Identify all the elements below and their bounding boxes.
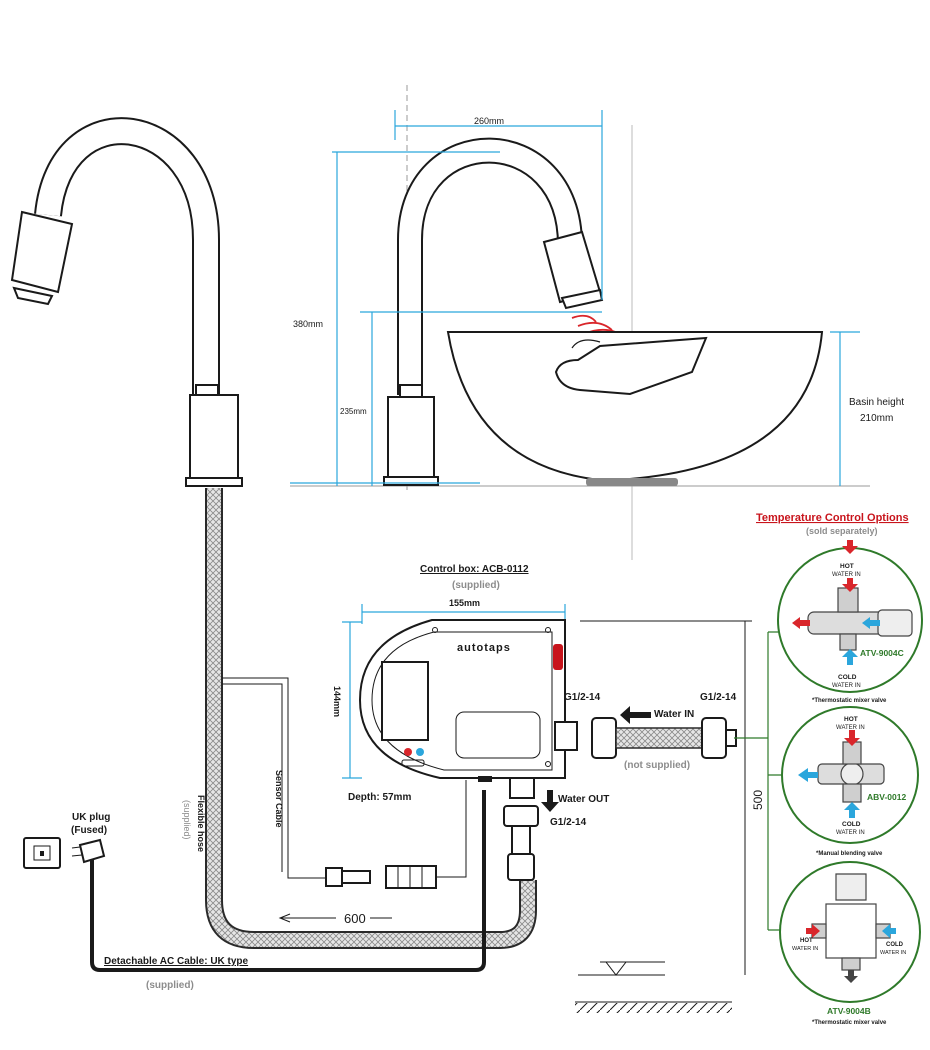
vertical-length-label: 500 bbox=[751, 790, 765, 810]
left-tap bbox=[10, 117, 243, 487]
option-3-code: ATV-9004B bbox=[827, 1006, 871, 1016]
temperature-options-title: Temperature Control Options bbox=[756, 512, 909, 524]
uk-plug-label: UK plug bbox=[72, 812, 110, 823]
tap-side-view bbox=[290, 85, 870, 560]
dimension-lines bbox=[290, 110, 860, 486]
brand-logo: autotaps bbox=[457, 642, 511, 654]
option-2-hot-sub: WATER IN bbox=[836, 725, 865, 731]
sensor-cable bbox=[222, 677, 467, 889]
spout-height-label: 235mm bbox=[340, 407, 367, 416]
option-1-cold-sub: WATER IN bbox=[832, 683, 861, 689]
option-3-hot-sub: WATER IN bbox=[792, 946, 818, 952]
option-2-cold: COLD bbox=[842, 821, 861, 828]
option-3-cold-sub: WATER IN bbox=[880, 950, 906, 956]
basin-height-value: 210mm bbox=[860, 413, 893, 424]
flexible-hose-supplied: (supplied) bbox=[182, 800, 192, 840]
ac-cable-supplied: (supplied) bbox=[146, 980, 194, 991]
temperature-option-3 bbox=[779, 861, 921, 1003]
thread-left-label: G1/2-14 bbox=[564, 692, 601, 703]
water-in-label: Water IN bbox=[654, 709, 694, 720]
option-1-hot-sub: WATER IN bbox=[832, 572, 861, 578]
box-height-label: 144mm bbox=[332, 686, 342, 717]
thread-right-label: G1/2-14 bbox=[700, 692, 737, 703]
water-out-label: Water OUT bbox=[558, 794, 609, 805]
option-2-cold-sub: WATER IN bbox=[836, 830, 865, 836]
option-3-cold: COLD bbox=[886, 942, 904, 948]
installation-height bbox=[575, 620, 752, 1013]
option-2-caption: *Manual blending valve bbox=[816, 851, 883, 857]
temperature-option-2 bbox=[781, 706, 919, 844]
left-tap-body bbox=[189, 394, 239, 481]
control-box bbox=[342, 604, 578, 799]
ac-cable bbox=[23, 790, 486, 972]
tap-reach-label: 260mm bbox=[474, 116, 504, 126]
flexible-hose-label: Flexible hose bbox=[196, 795, 206, 852]
option-3-caption: *Thermostatic mixer valve bbox=[812, 1020, 887, 1026]
sensor-cable-label: Sensor Cable bbox=[274, 770, 284, 828]
option-2-code: ABV-0012 bbox=[867, 792, 906, 802]
uk-plug-icon bbox=[78, 838, 106, 864]
control-box-supplied: (supplied) bbox=[452, 580, 500, 591]
thread-out-label: G1/2-14 bbox=[550, 817, 587, 828]
left-tap-spout-head bbox=[10, 210, 74, 294]
tap-height-label: 380mm bbox=[293, 319, 323, 329]
hand-icon bbox=[554, 336, 708, 396]
cable-length-label: 600 bbox=[344, 911, 366, 926]
option-1-code: ATV-9004C bbox=[860, 648, 904, 658]
temperature-options-subtitle: (sold separately) bbox=[806, 526, 878, 536]
box-depth-label: Depth: 57mm bbox=[348, 792, 411, 803]
uk-plug-fused-label: (Fused) bbox=[71, 825, 107, 836]
basin-height-label: Basin height bbox=[849, 397, 904, 408]
ac-cable-label: Detachable AC Cable: UK type bbox=[104, 956, 249, 967]
control-box-title: Control box: ACB-0112 bbox=[420, 564, 529, 575]
right-tap-body bbox=[387, 396, 435, 480]
water-fittings bbox=[278, 706, 737, 923]
option-1-cold: COLD bbox=[838, 674, 857, 681]
option-3-hot: HOT bbox=[800, 938, 813, 944]
option-2-hot: HOT bbox=[844, 716, 858, 723]
flexible-hose bbox=[205, 488, 537, 949]
box-width-label: 155mm bbox=[449, 598, 480, 608]
temperature-option-1 bbox=[777, 547, 923, 693]
option-1-caption: *Thermostatic mixer valve bbox=[812, 698, 887, 704]
option-1-hot: HOT bbox=[840, 563, 854, 570]
not-supplied-label: (not supplied) bbox=[624, 760, 690, 771]
option-title-arrow bbox=[842, 540, 858, 554]
